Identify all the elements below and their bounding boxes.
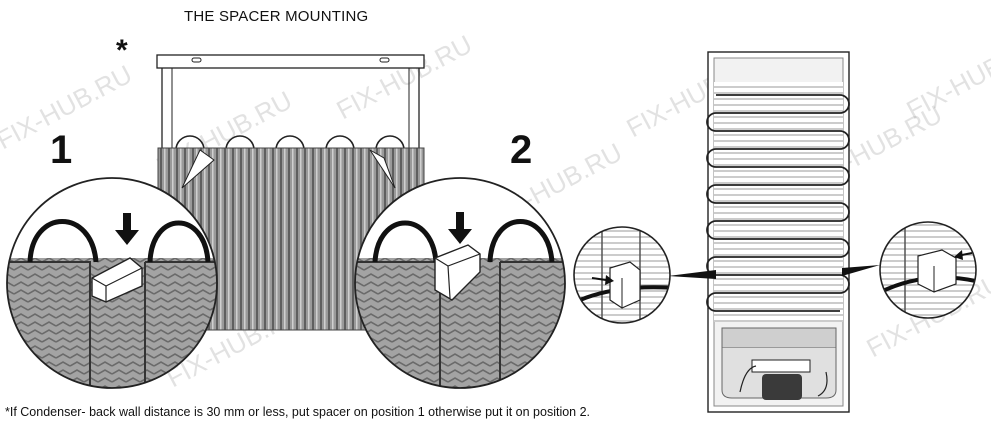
fridge-back-view [668,51,880,413]
zoom-circle-fridge-right [879,221,977,319]
zoom-circle-position-1 [6,177,218,389]
zoom-circle-position-2 [354,177,566,389]
asterisk-marker: * [116,34,128,67]
zoom-circle-fridge-left [573,226,671,324]
diagram-title: THE SPACER MOUNTING [184,8,369,25]
footnote: *If Condenser- back wall distance is 30 … [5,405,591,419]
position-label-2: 2 [510,128,533,172]
position-label-1: 1 [50,128,73,172]
